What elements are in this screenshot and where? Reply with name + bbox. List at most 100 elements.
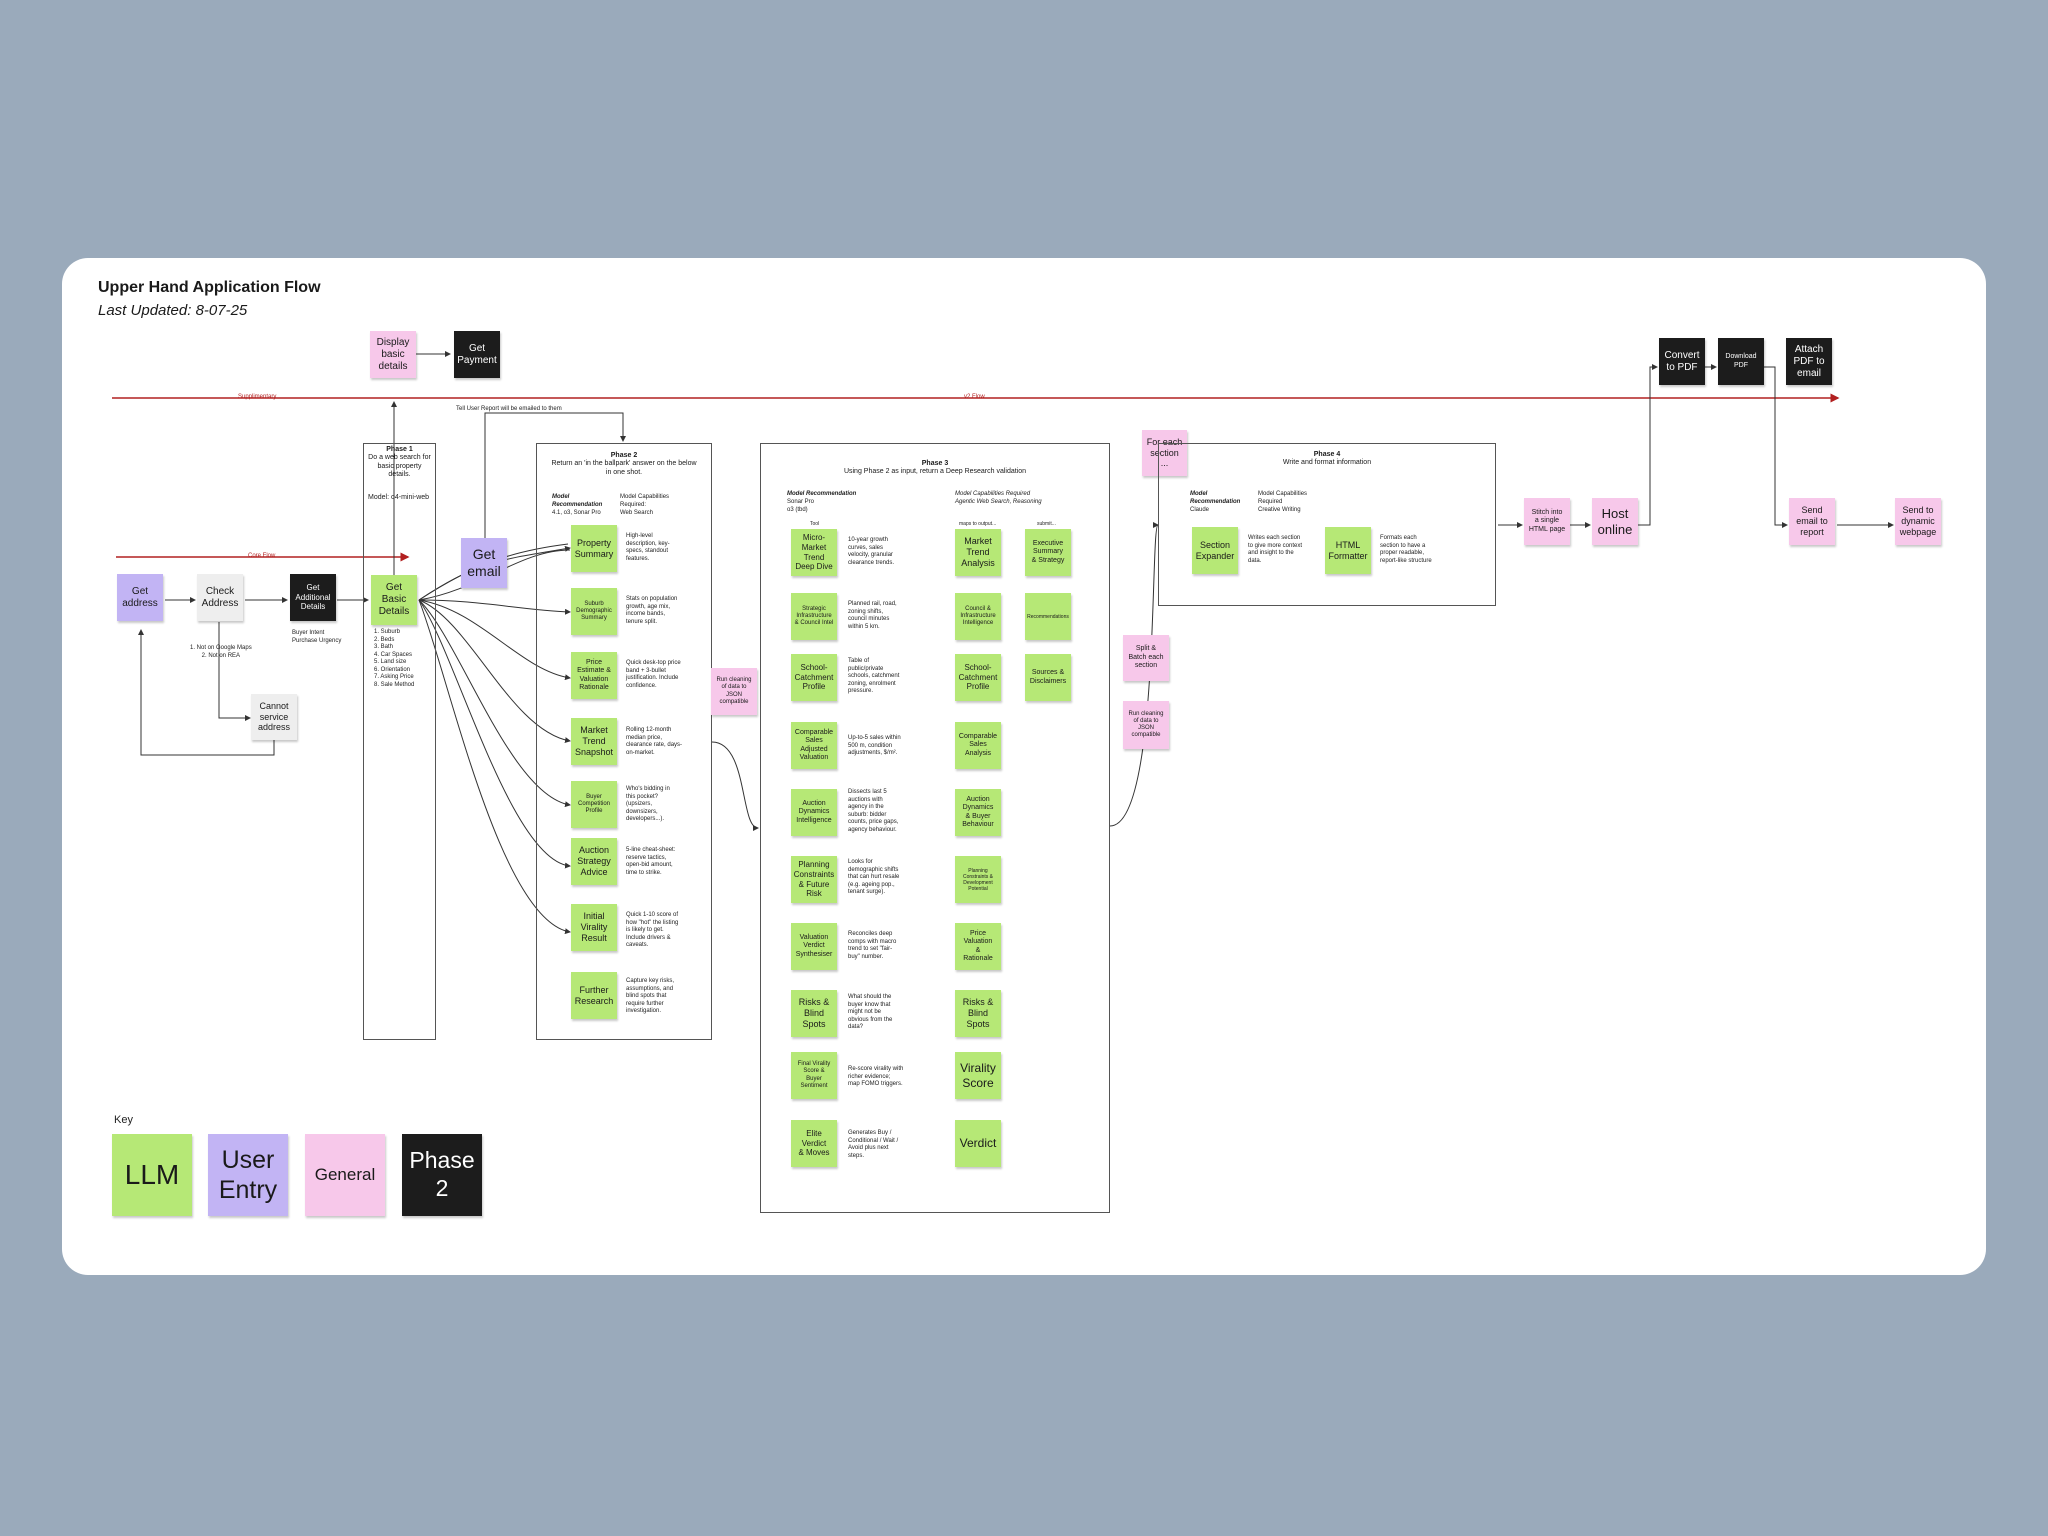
core-flow-label: Core Flow: [248, 553, 276, 559]
send-email-node[interactable]: Send email to report: [1789, 498, 1835, 545]
phase3-tool-node[interactable]: Valuation Verdict Synthesiser: [791, 923, 837, 970]
convert-to-pdf-node[interactable]: Convert to PDF: [1659, 338, 1705, 385]
v2-flow-label: v2 Flow: [964, 394, 985, 400]
phase1-desc: Do a web search for basic property detai…: [368, 454, 431, 479]
cannot-service-address-node[interactable]: Cannot service address: [251, 694, 297, 740]
for-each-section-node[interactable]: For each section ...: [1142, 430, 1187, 476]
phase3-output-node[interactable]: School- Catchment Profile: [955, 654, 1001, 701]
phase3-output-node[interactable]: Council & Infrastructure Intelligence: [955, 593, 1001, 640]
phase2-capabilities-value: Web Search: [620, 509, 653, 516]
phase3-submit-node[interactable]: Executive Summary & Strategy: [1025, 529, 1071, 576]
phase3-capabilities-label: Model Capabilities Required: [955, 491, 1031, 497]
phase3-tool-node[interactable]: Micro- Market Trend Deep Dive: [791, 529, 837, 576]
phase2-frame: [536, 443, 712, 1040]
phase3-output-node[interactable]: Virality Score: [955, 1052, 1001, 1099]
get-payment-node[interactable]: Get Payment: [454, 331, 500, 378]
phase3-tool-node[interactable]: School- Catchment Profile: [791, 654, 837, 701]
phase4-frame: [1158, 443, 1496, 606]
phase2-capabilities-label: Model Capabilities Required:: [620, 494, 670, 508]
phase2-item-desc: High-level description, key- specs, stan…: [626, 533, 670, 562]
get-email-node[interactable]: Get email: [461, 538, 507, 588]
get-address-node[interactable]: Get address: [117, 574, 163, 621]
host-online-node[interactable]: Host online: [1592, 498, 1638, 545]
phase2-item-node[interactable]: Further Research: [571, 972, 617, 1019]
phase3-tool-desc: Generates Buy / Conditional / Wait / Avo…: [848, 1130, 899, 1159]
phase2-item-node[interactable]: Market Trend Snapshot: [571, 718, 617, 765]
phase3-col-maps: maps to output...: [959, 521, 997, 527]
send-dynamic-webpage-node[interactable]: Send to dynamic webpage: [1895, 498, 1941, 545]
phase2-item-desc: Stats on population growth, age mix, inc…: [626, 596, 678, 625]
download-pdf-node[interactable]: Download PDF: [1718, 338, 1764, 385]
check-address-node[interactable]: Check Address: [197, 574, 243, 621]
run-cleaning-node[interactable]: Run cleaning of data to JSON compatible: [1123, 701, 1169, 749]
get-basic-details-node[interactable]: Get Basic Details: [371, 575, 417, 625]
phase3-tool-desc: Re-score virality with richer evidence; …: [848, 1066, 904, 1087]
check-address-notes: 1. Not on Google Maps 2. Not on REA: [190, 645, 252, 659]
phase3-output-node[interactable]: Planning Constraints & Development Poten…: [955, 856, 1001, 903]
phase3-output-node[interactable]: Auction Dynamics & Buyer Behaviour: [955, 789, 1001, 836]
phase2-item-desc: Rolling 12-month median price, clearance…: [626, 727, 683, 756]
email-note: Tell User Report will be emailed to them: [456, 406, 562, 412]
phase3-output-node[interactable]: Market Trend Analysis: [955, 529, 1001, 576]
phase2-item-desc: Capture key risks, assumptions, and blin…: [626, 978, 675, 1014]
phase4-item-node[interactable]: HTML Formatter: [1325, 527, 1371, 574]
phase3-tool-node[interactable]: Auction Dynamics Intelligence: [791, 789, 837, 836]
phase3-output-node[interactable]: Risks & Blind Spots: [955, 990, 1001, 1037]
last-updated: Last Updated: 8-07-25: [98, 302, 248, 319]
phase4-item-desc: Formats each section to have a proper re…: [1380, 535, 1432, 564]
supplementary-flow-label: Supplimentary: [238, 394, 277, 400]
phase2-item-desc: Quick 1-10 score of how "hot" the listin…: [626, 912, 679, 948]
whiteboard: [62, 258, 1986, 1275]
split-batch-node[interactable]: Split & Batch each section: [1123, 635, 1169, 681]
display-basic-details-node[interactable]: Display basic details: [370, 331, 416, 378]
phase3-tool-desc: 10-year growth curves, sales velocity, g…: [848, 537, 895, 566]
phase3-submit-node[interactable]: Sources & Disclaimers: [1025, 654, 1071, 701]
phase4-item-node[interactable]: Section Expander: [1192, 527, 1238, 574]
get-additional-details-node[interactable]: Get Additional Details: [290, 574, 336, 621]
phase3-output-node[interactable]: Comparable Sales Analysis: [955, 722, 1001, 769]
phase1-model: Model: o4-mini-web: [368, 494, 430, 501]
page-title: Upper Hand Application Flow: [98, 279, 321, 296]
phase2-item-node[interactable]: Suburb Demographic Summary: [571, 588, 617, 635]
phase3-submit-node[interactable]: Recommendations: [1025, 593, 1071, 640]
attach-pdf-node[interactable]: Attach PDF to email: [1786, 338, 1832, 385]
phase2-item-node[interactable]: Property Summary: [571, 525, 617, 572]
phase1-title: Phase 1: [386, 446, 413, 453]
phase3-tool-node[interactable]: Risks & Blind Spots: [791, 990, 837, 1037]
phase2-item-node[interactable]: Buyer Competition Profile: [571, 781, 617, 828]
phase4-item-desc: Writes each section to give more context…: [1248, 535, 1303, 564]
phase3-capabilities-value: Agentic Web Search, Reasoning: [955, 498, 1042, 505]
phase2-item-node[interactable]: Initial Virality Result: [571, 904, 617, 951]
phase3-output-node[interactable]: Verdict: [955, 1120, 1001, 1167]
phase3-tool-node[interactable]: Comparable Sales Adjusted Valuation: [791, 722, 837, 769]
phase3-tool-node[interactable]: Final Virality Score & Buyer Sentiment: [791, 1052, 837, 1099]
key-user-entry: User Entry: [208, 1134, 288, 1216]
stitch-html-node[interactable]: Stitch into a single HTML page: [1524, 498, 1570, 545]
phase2-item-desc: Who's bidding in this pocket? (upsizers,…: [626, 786, 670, 822]
phase3-tool-desc: Looks for demographic shifts that can hu…: [848, 859, 900, 895]
phase3-tool-node[interactable]: Planning Constraints & Future Risk: [791, 856, 837, 903]
phase3-tool-desc: Up-to-5 sales within 500 m, condition ad…: [848, 735, 901, 756]
phase3-tool-node[interactable]: Strategic Infrastructure & Council Intel: [791, 593, 837, 640]
run-cleaning-node[interactable]: Run cleaning of data to JSON compatible: [711, 668, 757, 715]
phase3-output-node[interactable]: Price Valuation & Rationale: [955, 923, 1001, 970]
phase2-item-node[interactable]: Auction Strategy Advice: [571, 838, 617, 885]
phase3-tool-node[interactable]: Elite Verdict & Moves: [791, 1120, 837, 1167]
phase3-col-submit: submit...: [1037, 521, 1056, 527]
phase2-desc: Return an 'in the ballpark' answer on th…: [551, 460, 697, 476]
phase4-capabilities-label: Model Capabilities Required: [1258, 491, 1308, 505]
phase2-item-node[interactable]: Price Estimate & Valuation Rationale: [571, 652, 617, 699]
key-llm: LLM: [112, 1134, 192, 1216]
key-phase2: Phase 2: [402, 1134, 482, 1216]
phase3-col-tool: Tool: [810, 521, 820, 527]
phase1-frame: [363, 443, 436, 1040]
phase3-tool-desc: Dissects last 5 auctions with agency in …: [848, 789, 899, 833]
